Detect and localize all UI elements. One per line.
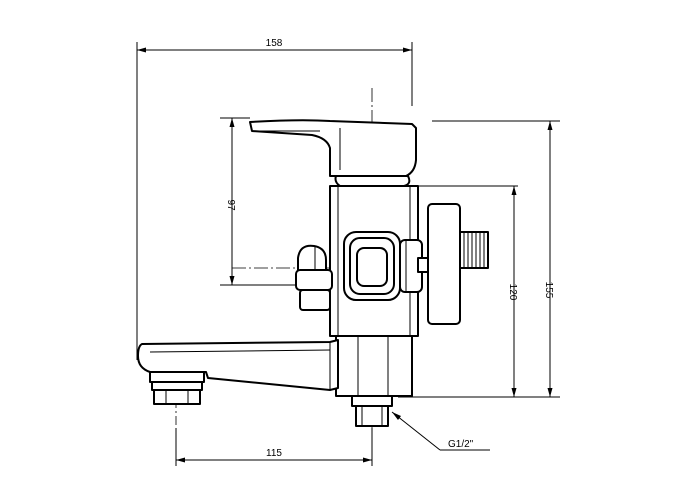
dimension-spout-reach: 115	[176, 448, 372, 463]
thread-callout: G1/2"	[391, 411, 490, 451]
connector-disk	[427, 203, 461, 325]
handle-lever	[249, 119, 417, 177]
dim-label-spout-reach: 115	[266, 448, 282, 459]
dimension-overall-width: 158	[137, 38, 412, 53]
dimension-handle-height: 97	[225, 118, 236, 285]
dim-label-total-height: 155	[543, 282, 554, 299]
dim-label-handle-height: 97	[225, 199, 236, 211]
dim-label-overall-width: 158	[266, 38, 283, 49]
bottom-connector	[351, 395, 393, 407]
spout	[137, 339, 339, 391]
thread-label: G1/2"	[448, 439, 474, 450]
dimension-inlet-height: 120	[507, 186, 518, 397]
faucet-body	[137, 119, 489, 427]
dim-label-inlet-height: 120	[507, 284, 518, 301]
aerator	[149, 371, 205, 383]
thread-lines	[463, 232, 485, 268]
threaded-inlet	[459, 231, 489, 269]
extension-lines	[136, 42, 560, 466]
diverter-knob	[297, 244, 327, 273]
dimension-total-height: 155	[543, 121, 554, 397]
